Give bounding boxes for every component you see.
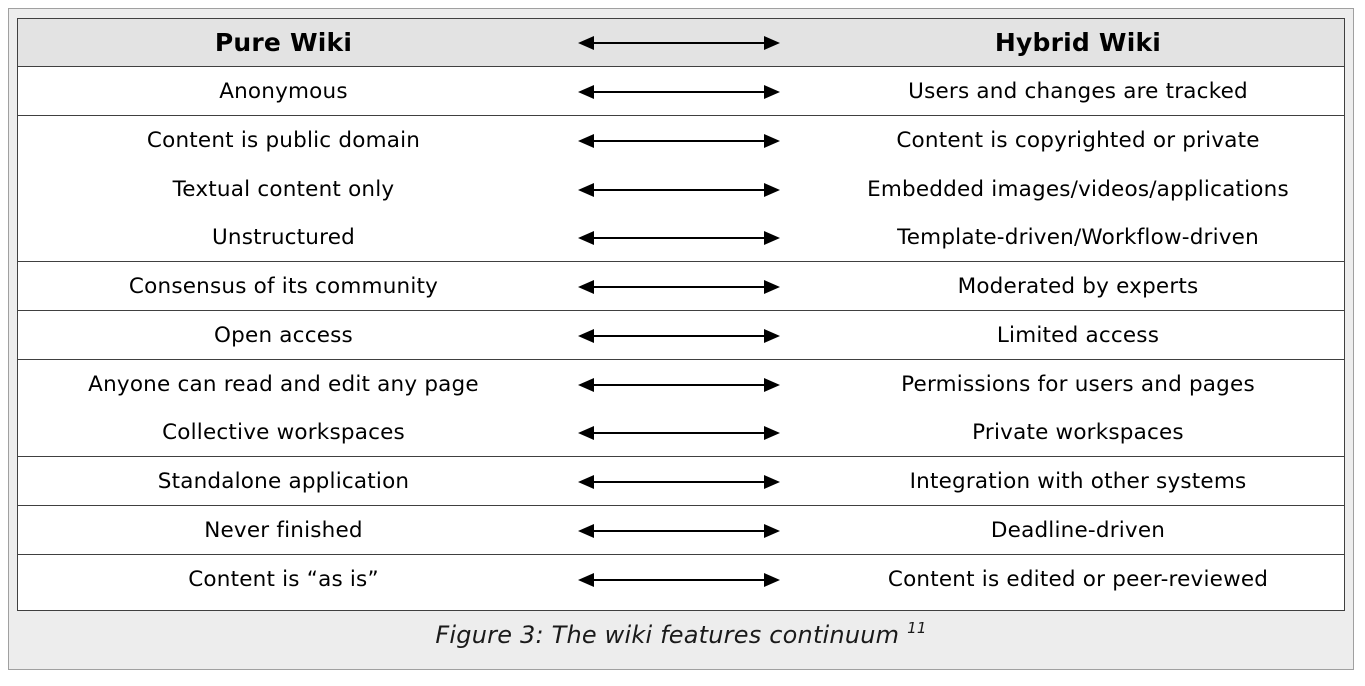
- pure-wiki-feature: Content is “as is”: [188, 567, 379, 592]
- pure-wiki-feature: Textual content only: [172, 177, 395, 202]
- table-row: Content is “as is” Content is edited or …: [18, 556, 1344, 604]
- table-row: Anyone can read and edit any page Permis…: [18, 361, 1344, 409]
- pure-wiki-feature: Open access: [214, 323, 353, 348]
- double-headed-arrow-icon: [578, 36, 780, 50]
- double-headed-arrow-icon: [578, 378, 780, 392]
- pure-wiki-feature: Anyone can read and edit any page: [88, 372, 479, 397]
- caption-footnote: 11: [907, 619, 927, 637]
- caption-text: Figure 3: The wiki features continuum: [435, 621, 900, 649]
- pure-wiki-feature: Content is public domain: [146, 128, 421, 153]
- double-headed-arrow-icon: [578, 475, 780, 489]
- hybrid-wiki-feature: Users and changes are tracked: [908, 79, 1248, 104]
- table-row: Content is public domain Content is copy…: [18, 117, 1344, 165]
- table-row: Anonymous Users and changes are tracked: [18, 68, 1344, 116]
- pure-wiki-feature: Standalone application: [157, 469, 410, 494]
- table-row: Collective workspaces Private workspaces: [18, 409, 1344, 457]
- double-headed-arrow-icon: [578, 85, 780, 99]
- table-row: Standalone application Integration with …: [18, 458, 1344, 506]
- hybrid-wiki-feature: Template-driven/Workflow-driven: [897, 225, 1259, 250]
- double-headed-arrow-icon: [578, 524, 780, 538]
- double-headed-arrow-icon: [578, 231, 780, 245]
- pure-wiki-feature: Unstructured: [212, 225, 355, 250]
- double-headed-arrow-icon: [578, 426, 780, 440]
- hybrid-wiki-feature: Limited access: [996, 323, 1160, 348]
- table-row: Consensus of its community Moderated by …: [18, 263, 1344, 311]
- hybrid-wiki-feature: Embedded images/videos/applications: [867, 177, 1289, 202]
- table-row: Unstructured Template-driven/Workflow-dr…: [18, 214, 1344, 262]
- pure-wiki-feature: Consensus of its community: [128, 274, 439, 299]
- double-headed-arrow-icon: [578, 573, 780, 587]
- hybrid-wiki-feature: Content is copyrighted or private: [896, 128, 1260, 153]
- table-row: Open access Limited access: [18, 312, 1344, 360]
- double-headed-arrow-icon: [578, 329, 780, 343]
- pure-wiki-feature: Anonymous: [219, 79, 348, 104]
- double-headed-arrow-icon: [578, 183, 780, 197]
- figure-frame: Pure Wiki Hybrid Wiki Anonymous Users an…: [8, 8, 1354, 670]
- hybrid-wiki-feature: Permissions for users and pages: [901, 372, 1255, 397]
- pure-wiki-feature: Collective workspaces: [162, 420, 405, 445]
- table-header-row: Pure Wiki Hybrid Wiki: [18, 19, 1344, 67]
- hybrid-wiki-feature: Moderated by experts: [957, 274, 1199, 299]
- hybrid-wiki-feature: Integration with other systems: [909, 469, 1247, 494]
- hybrid-wiki-feature: Private workspaces: [972, 420, 1184, 445]
- hybrid-wiki-feature: Content is edited or peer-reviewed: [887, 567, 1269, 592]
- table-row: Textual content only Embedded images/vid…: [18, 166, 1344, 214]
- table-row: Never finished Deadline-driven: [18, 507, 1344, 555]
- double-headed-arrow-icon: [578, 280, 780, 294]
- hybrid-wiki-feature: Deadline-driven: [990, 518, 1166, 543]
- features-table: Pure Wiki Hybrid Wiki Anonymous Users an…: [17, 18, 1345, 611]
- header-hybrid-wiki: Hybrid Wiki: [994, 28, 1162, 57]
- header-pure-wiki: Pure Wiki: [214, 28, 353, 57]
- figure-caption: Figure 3: The wiki features continuum 11: [9, 619, 1353, 649]
- double-headed-arrow-icon: [578, 134, 780, 148]
- pure-wiki-feature: Never finished: [204, 518, 363, 543]
